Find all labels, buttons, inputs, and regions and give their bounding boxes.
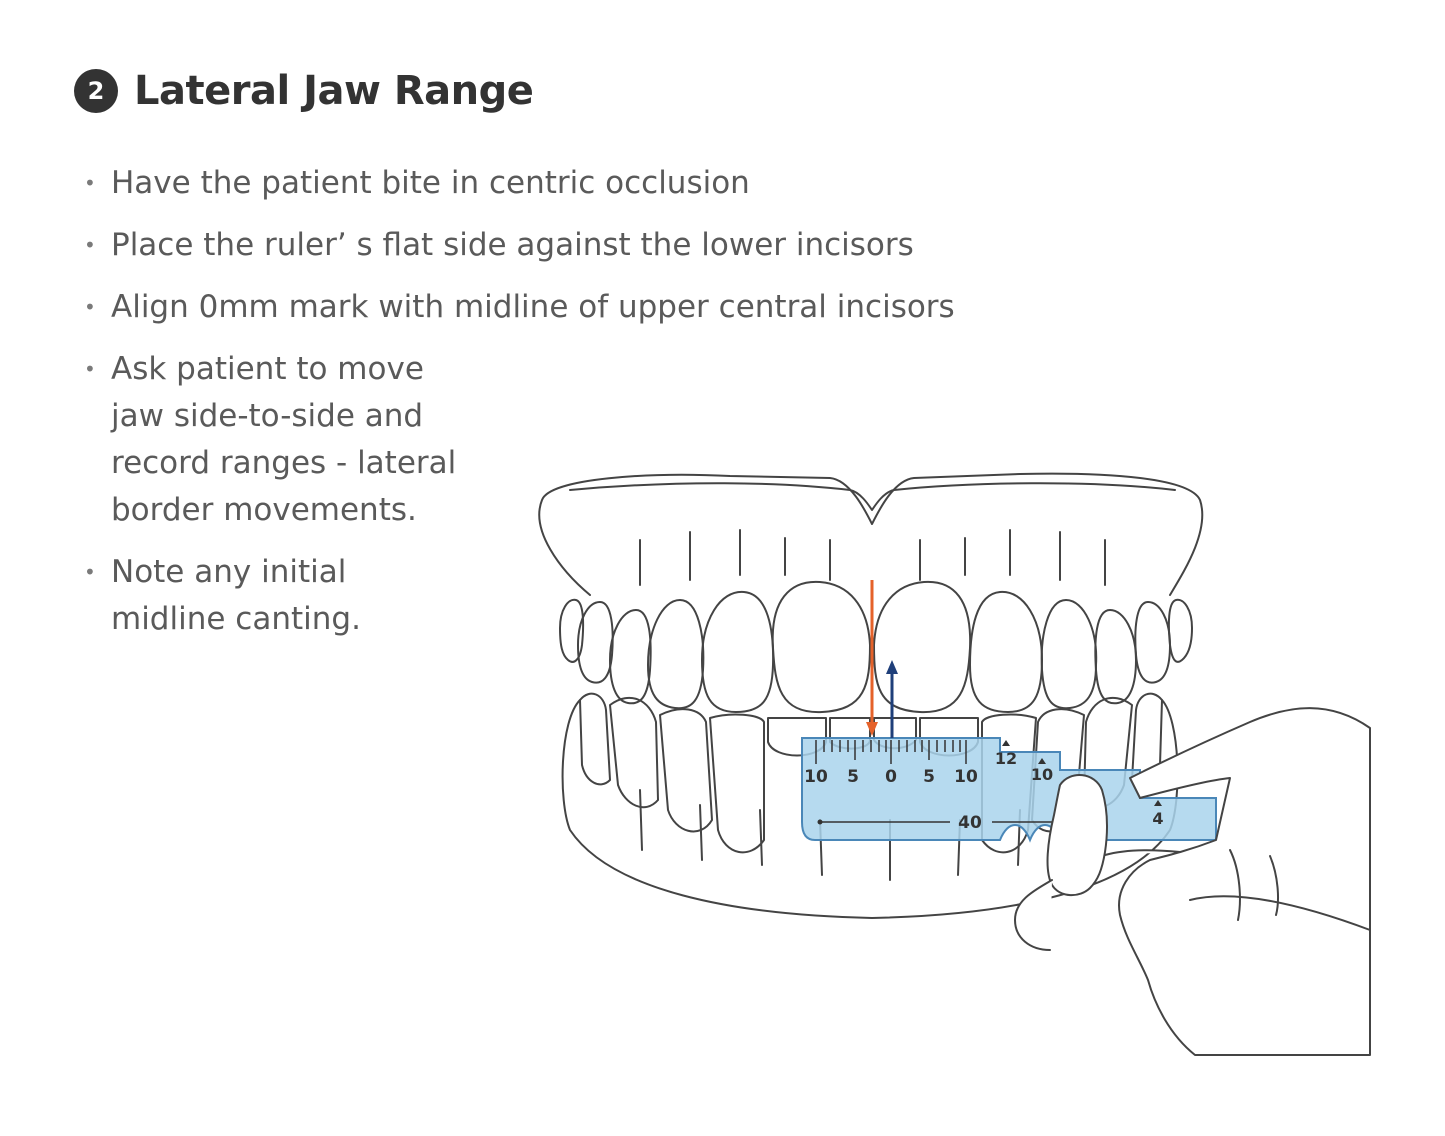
- upper-tooth: [771, 580, 871, 714]
- midline-arrows: [866, 580, 898, 738]
- hand-illustration: [1014, 707, 1371, 1056]
- measurement-ruler: 10 5 0 5 10 12 10 4 40: [801, 737, 1217, 843]
- bullet-icon: •: [84, 295, 96, 319]
- ruler-marker-4: 4: [1152, 809, 1163, 828]
- bullet-icon: •: [84, 560, 96, 584]
- bullet-icon: •: [84, 171, 96, 195]
- list-item: •Align 0mm mark with midline of upper ce…: [84, 284, 955, 331]
- upper-gum-inner: [569, 482, 1176, 511]
- bullet-icon: •: [84, 357, 96, 381]
- upper-tooth: [1094, 609, 1137, 705]
- triangle-marker-icon: [1002, 740, 1010, 746]
- upper-tooth: [873, 580, 972, 714]
- triangle-marker-icon: [1038, 758, 1046, 764]
- jaw-ruler-illustration: 10 5 0 5 10 12 10 4 40: [538, 472, 1371, 1056]
- instruction-list: •Have the patient bite in centric occlus…: [84, 160, 955, 658]
- ruler-label: 5: [847, 767, 859, 787]
- arrow-down-icon: [866, 722, 878, 736]
- ruler-label: 10: [954, 767, 978, 787]
- upper-tooth: [647, 599, 705, 710]
- step-number-badge: 2: [74, 69, 118, 113]
- page-title: Lateral Jaw Range: [134, 68, 534, 114]
- list-item: •Have the patient bite in centric occlus…: [84, 160, 955, 207]
- list-item: •Note any initial midline canting.: [84, 549, 461, 643]
- ruler-label: 5: [923, 767, 935, 787]
- ruler-label: 0: [885, 767, 897, 787]
- upper-gum-outline: [538, 472, 1204, 596]
- list-item: •Place the ruler’ s flat side against th…: [84, 222, 955, 269]
- upper-tooth: [701, 590, 775, 713]
- triangle-marker-icon: [1154, 800, 1162, 806]
- bullet-icon: •: [84, 233, 96, 257]
- ruler-marker-10: 10: [1031, 765, 1053, 784]
- lower-tooth: [709, 713, 765, 854]
- upper-tooth: [609, 609, 652, 705]
- heading: 2 Lateral Jaw Range: [74, 68, 534, 114]
- upper-tooth: [1040, 599, 1098, 710]
- ruler-ticks: [815, 740, 967, 764]
- ruler-width-label: 40: [958, 813, 982, 833]
- arrow-up-icon: [886, 660, 898, 674]
- ruler-marker-12: 12: [995, 749, 1017, 768]
- list-item: •Ask patient to move jaw side-to-side an…: [84, 346, 461, 534]
- upper-tooth: [969, 590, 1043, 713]
- ruler-label: 10: [804, 767, 828, 787]
